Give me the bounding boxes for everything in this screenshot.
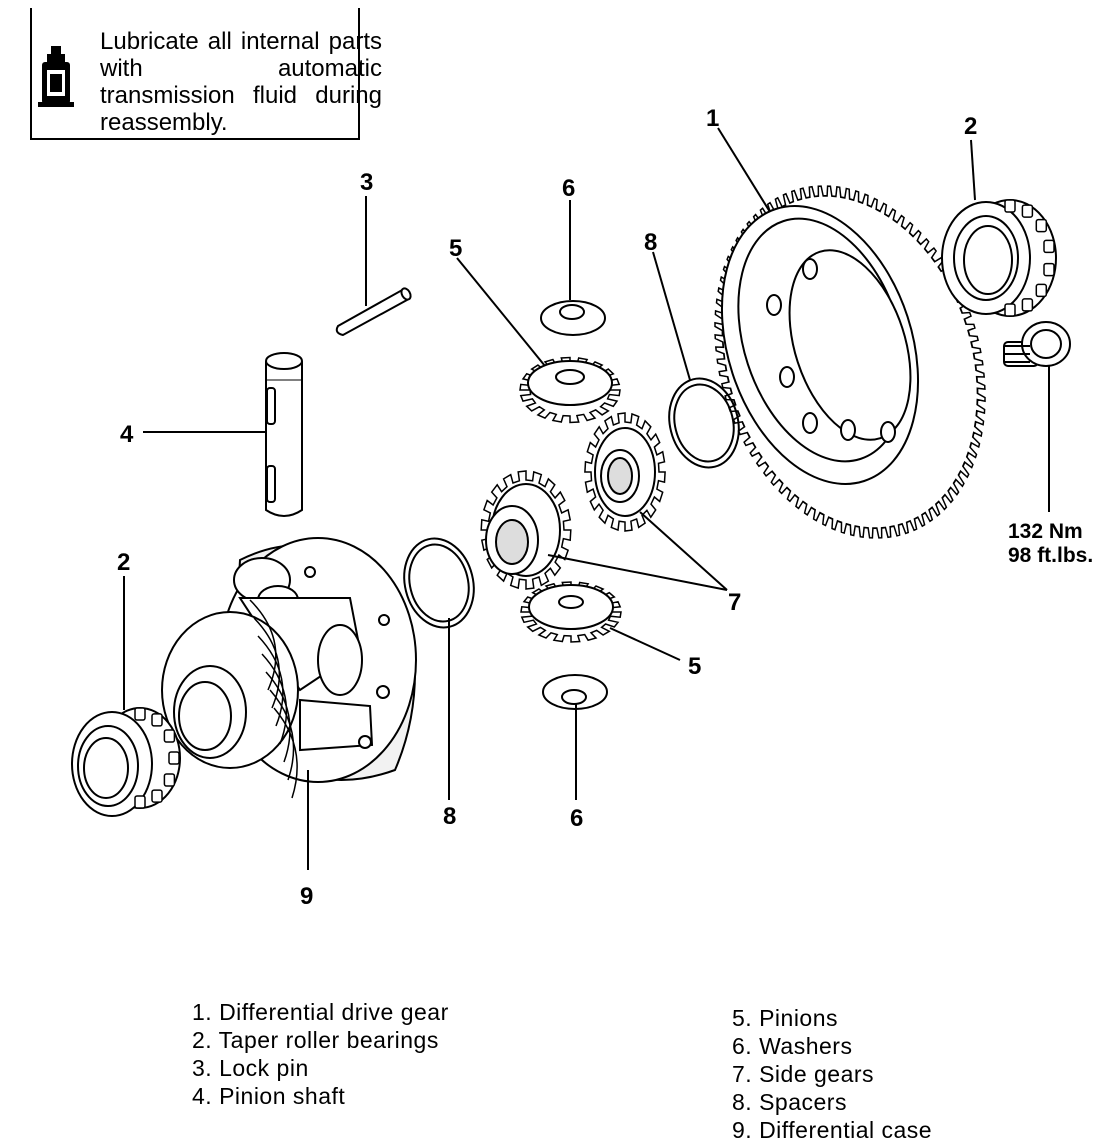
callout-6-top: 6 [562,175,575,202]
washer-top [540,300,606,336]
legend-item: 5. Pinions [732,1005,839,1031]
pinion-top [519,356,621,424]
bearing-roller [134,795,146,809]
bearing-roller [134,707,146,721]
lubrication-note: Lubricate all internal parts with automa… [30,8,382,140]
bearing-roller [163,729,176,743]
callout-2-left: 2 [117,549,130,576]
bearing-roller [1043,239,1055,254]
callout-4: 4 [120,421,134,448]
callout-9: 9 [300,883,313,910]
bearing-roller [1004,199,1016,213]
lock-pin [335,287,412,337]
callout-5-top: 5 [449,235,462,262]
note-text: Lubricate all internal parts with automa… [100,28,382,136]
oil-bottle-icon [38,46,74,107]
side-gear-left [480,470,572,590]
legend-right: 5. Pinions 6. Washers 7. Side gears 8. S… [732,1004,932,1144]
case-helix-line [273,707,298,799]
taper-roller-bearing-right [941,199,1057,317]
legend-item: 6. Washers [732,1033,853,1059]
taper-roller-bearing-left [71,707,181,817]
legend-item: 8. Spacers [732,1089,847,1115]
bearing-roller [1021,204,1034,218]
flange-bolt [1003,321,1071,367]
bearing-roller [163,773,176,787]
leader-lines [123,127,1050,870]
torque-imperial: 98 ft.lbs. [1008,544,1093,567]
bearing-roller [151,713,163,727]
bearing-roller [1021,298,1034,312]
legend-item: 3. Lock pin [192,1055,309,1081]
callout-8-left: 8 [443,803,456,830]
case-helix-line [261,653,288,745]
bearing-roller [151,789,163,803]
callout-6-bottom: 6 [570,805,583,832]
side-gear-right [584,412,666,532]
legend-item: 7. Side gears [732,1061,875,1087]
legend-item: 9. Differential case [732,1117,933,1143]
callout-1: 1 [706,105,719,132]
callout-5-bottom: 5 [688,653,701,680]
callout-8-right: 8 [644,229,657,256]
case-helix-line [269,689,295,781]
spacer-right [668,377,740,469]
pinion-shaft [265,352,303,517]
bearing-roller [1004,303,1016,317]
pinion-bottom [520,581,622,643]
callout-3: 3 [360,169,373,196]
legend-item: 1. Differential drive gear [192,999,449,1025]
legend-item: 2. Taper roller bearings [192,1027,439,1053]
legend-item: 4. Pinion shaft [192,1083,346,1109]
bearing-roller [168,751,180,765]
washer-bottom [542,674,608,710]
legend-left: 1. Differential drive gear 2. Taper roll… [192,998,449,1110]
bearing-roller [1035,283,1048,298]
differential-case [161,537,417,799]
bearing-roller [1043,262,1055,277]
case-helix-line [265,671,291,763]
differential-drive-gear [714,185,986,539]
bearing-roller [1035,218,1048,233]
callout-7: 7 [728,589,741,616]
torque-metric: 132 Nm [1008,520,1083,543]
callout-2-right: 2 [964,113,977,140]
